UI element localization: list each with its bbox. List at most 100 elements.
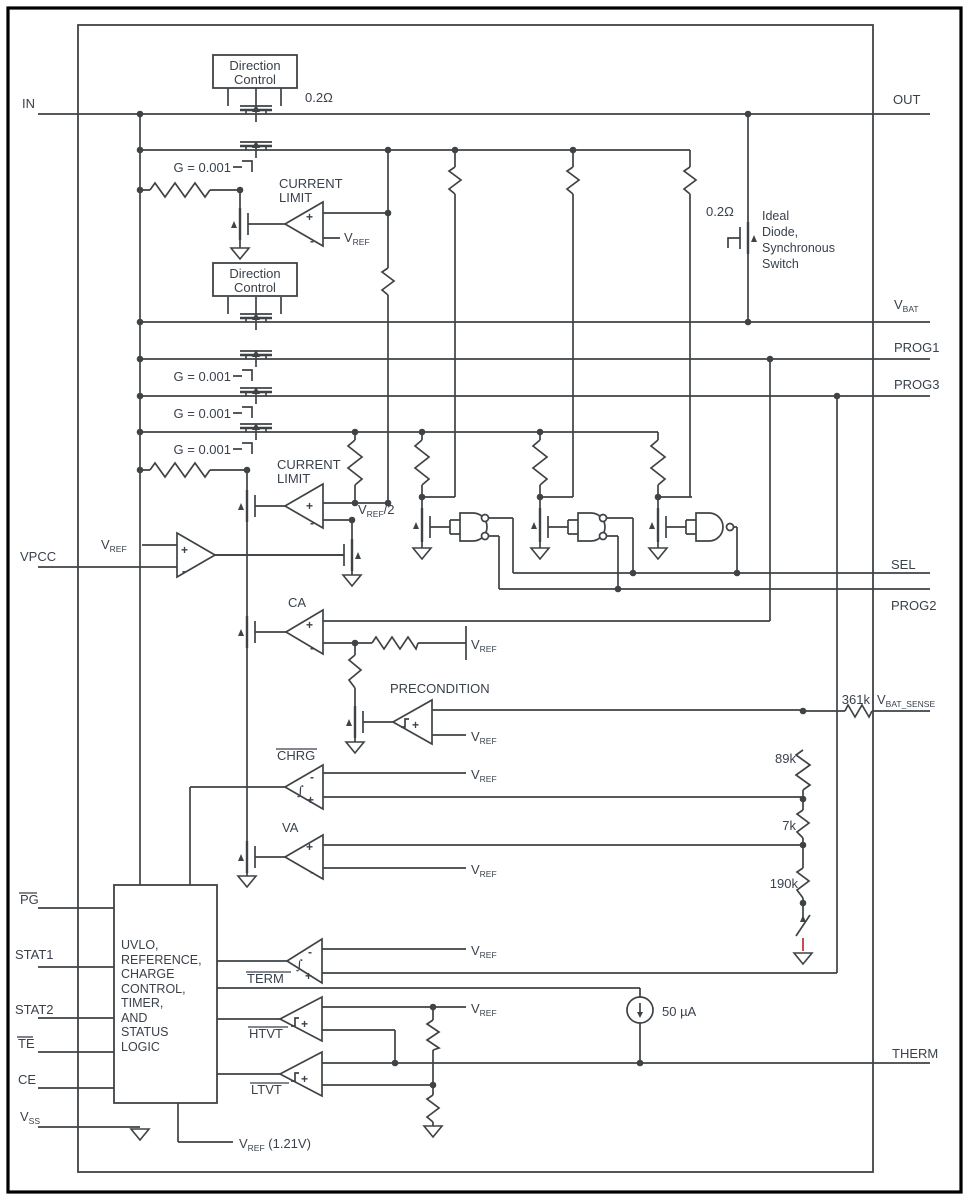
vpcc-comparator (176, 531, 217, 579)
mosfet-vpcc (215, 539, 361, 571)
current-source-label: 50 µA (662, 1004, 697, 1019)
vref-121-label: VREF (1.21V) (239, 1136, 311, 1153)
junction-dots (136, 110, 841, 1089)
overlines (17, 748, 317, 1084)
logic-line-8: LOGIC (121, 1040, 160, 1054)
va-amp (283, 833, 324, 881)
logic-line-7: STATUS (121, 1025, 168, 1039)
pin-label-te: TE (18, 1036, 35, 1051)
current-source-50ua (626, 996, 654, 1024)
pin-label-sel: SEL (891, 557, 916, 572)
pin-label-therm: THERM (892, 1046, 938, 1061)
pin-label-vss: VSS (20, 1109, 40, 1126)
vref-label-va: VREF (471, 862, 497, 879)
mosfet-rail (240, 105, 272, 122)
direction-control-2-line2: Control (234, 280, 276, 295)
mosfet-va (238, 841, 285, 873)
term-hysteresis-icon: ∫ (296, 958, 303, 973)
pin-label-vbat: VBAT (894, 297, 919, 314)
current-limit-2-amp (283, 482, 324, 530)
ca-plus: + (306, 618, 313, 632)
vpcc-minus: - (182, 564, 186, 578)
vpcc-plus: + (181, 543, 188, 557)
pin-label-in: IN (22, 96, 35, 111)
ideal-diode-label-3: Synchronous (762, 241, 835, 255)
pin-label-ce: CE (18, 1072, 36, 1087)
chrg-label: CHRG (277, 748, 315, 763)
nand-gate-2 (577, 512, 606, 542)
mosfet-cell-1 (413, 508, 431, 542)
pin-label-vbat-sense: VBAT_SENSE (877, 692, 935, 709)
chrg-comparator (283, 763, 324, 811)
direction-control-2-line1: Direction (229, 266, 280, 281)
pin-label-prog3: PROG3 (894, 377, 940, 392)
va-plus: + (306, 840, 313, 854)
precondition-label: PRECONDITION (390, 681, 490, 696)
ltvt-plus: + (301, 1072, 308, 1086)
cl1-minus: - (310, 234, 314, 248)
gain-label-3: G = 0.001 (174, 406, 231, 421)
current-limit-1-amp (283, 200, 324, 248)
ca-minus: - (310, 641, 314, 655)
divider-switch (795, 914, 811, 951)
current-limit-1-label-line2: LIMIT (279, 190, 312, 205)
wires-gates (233, 160, 740, 537)
vref-label-vpcc: VREF (101, 537, 127, 554)
ideal-diode-label-2: Diode, (762, 225, 798, 239)
mosfet-current-limit-2 (238, 490, 285, 522)
logic-line-6: AND (121, 1011, 147, 1025)
logic-block-box (113, 884, 218, 1104)
va-amp-label: VA (282, 820, 299, 835)
nand-gate-3 (695, 512, 724, 542)
logic-block-text: UVLO, REFERENCE, CHARGE CONTROL, TIMER, … (121, 938, 202, 1054)
ic-boundary (77, 24, 874, 1173)
pin-label-stat1: STAT1 (15, 947, 54, 962)
term-comparator (285, 937, 323, 985)
htvt-label: HTVT (249, 1026, 283, 1041)
current-limit-2-label-line1: CURRENT (277, 457, 341, 472)
pin-label-prog1: PROG1 (894, 340, 940, 355)
logic-line-3: CHARGE (121, 967, 174, 981)
vref-half-label: VREF/2 (358, 502, 395, 519)
ltvt-comparator (278, 1050, 323, 1098)
direction-control-1-line1: Direction (229, 58, 280, 73)
direction-control-box-1 (212, 54, 298, 89)
ca-amp (284, 608, 324, 656)
cl2-minus: - (310, 516, 314, 530)
vref-label-term: VREF (471, 943, 497, 960)
sense-resistor-label-diode: 0.2Ω (706, 204, 734, 219)
chrg-minus: - (310, 770, 314, 784)
small-mosfets (215, 208, 757, 873)
mosfet-rail (240, 141, 272, 158)
ground-symbols (129, 247, 814, 1142)
pin-label-vpcc: VPCC (20, 549, 56, 564)
pin-label-stat2: STAT2 (15, 1002, 54, 1017)
ideal-diode-label-1: Ideal (762, 209, 789, 223)
vref-label-htvt: VREF (471, 1001, 497, 1018)
mosfet-cell-2 (531, 508, 549, 542)
term-plus: + (305, 969, 312, 983)
pass-mosfets (240, 105, 272, 440)
vref-label-chrg: VREF (471, 767, 497, 784)
resistor-label-361k: 361k (842, 692, 871, 707)
nand-gate-1 (459, 512, 488, 542)
term-label: TERM (247, 971, 284, 986)
amplifiers (176, 200, 433, 1098)
wires-horizontal (38, 113, 930, 1143)
gain-label-2: G = 0.001 (174, 369, 231, 384)
amp-input-signs: + - + - + - + - + - + ∫ + - - + ∫ + + (181, 210, 419, 1086)
logic-line-1: UVLO, (121, 938, 159, 952)
vref-label-cl1: VREF (344, 230, 370, 247)
ltvt-label: LTVT (251, 1082, 282, 1097)
term-minus: - (308, 945, 312, 959)
resistor-label-7k: 7k (782, 818, 796, 833)
pin-label-out: OUT (893, 92, 921, 107)
vref-label-ca: VREF (471, 637, 497, 654)
sense-resistor-label-top: 0.2Ω (305, 90, 333, 105)
precondition-plus: + (412, 718, 419, 732)
mosfet-ideal-diode (739, 222, 757, 254)
pin-label-prog2: PROG2 (891, 598, 937, 613)
va-minus: - (310, 865, 314, 879)
resistor-label-190k: 190k (770, 876, 799, 891)
